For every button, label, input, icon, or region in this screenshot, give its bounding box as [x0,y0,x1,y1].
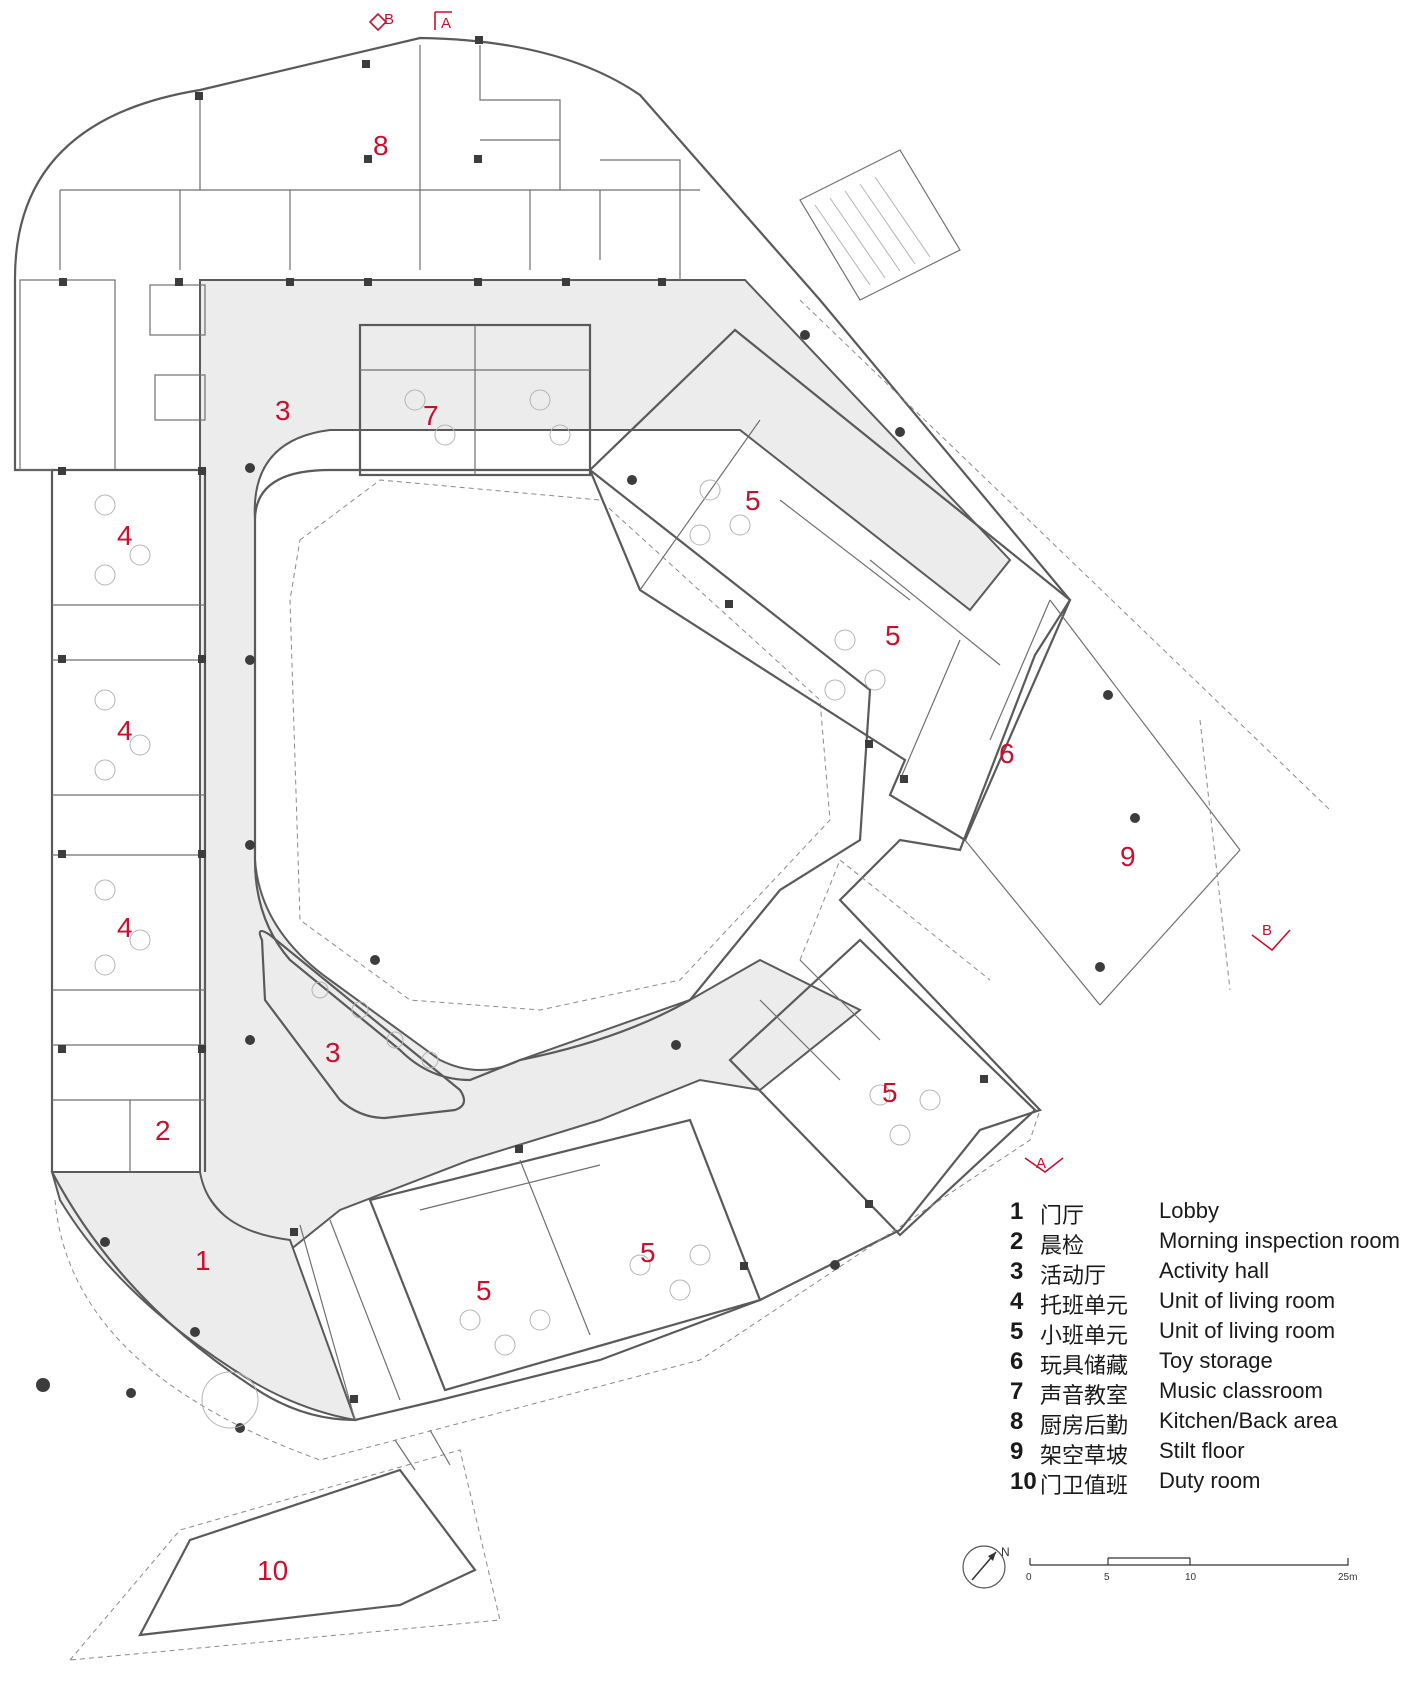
section-marker-b-right: B [1251,922,1291,952]
svg-text:B: B [1262,922,1272,939]
legend-chinese: 门厅 [1040,1204,1085,1229]
room-label-4c: 4 [117,912,133,943]
legend-english: Lobby [1159,1198,1219,1223]
legend-number: 2 [1010,1228,1024,1255]
courtyard-edge [253,468,872,1082]
legend-chinese: 小班单元 [1040,1324,1129,1349]
legend-english: Stilt floor [1159,1438,1245,1463]
furniture [94,389,941,1429]
section-marker-a-right: A [1024,1155,1064,1173]
scale-tick-5: 5 [1104,1572,1110,1583]
room-label-2: 2 [155,1115,171,1146]
west-wing [52,468,207,1172]
room-label-8: 8 [373,130,389,161]
room-label-9: 9 [1120,841,1136,872]
courtyard-path [289,479,831,1011]
legend-chinese: 厨房后勤 [1040,1414,1129,1439]
legend-english: Unit of living room [1159,1288,1336,1313]
legend-english: Activity hall [1159,1258,1270,1283]
ne-wing [588,328,1072,842]
svg-text:A: A [1036,1155,1046,1172]
stilt-floor [799,299,1331,1006]
legend-number: 5 [1010,1318,1024,1345]
legend-number: 10 [1010,1468,1037,1495]
legend-chinese: 玩具储藏 [1040,1354,1129,1379]
columns [36,36,1140,1433]
legend-english: Unit of living room [1159,1318,1336,1343]
legend-english: Toy storage [1159,1348,1273,1373]
room-label-4a: 4 [117,520,133,551]
legend-chinese: 门卫值班 [1040,1474,1129,1499]
legend-number: 8 [1010,1408,1024,1435]
site-boundary [54,859,1041,1461]
scale-tick-0: 0 [1026,1572,1032,1583]
legend-chinese: 架空草坡 [1040,1444,1129,1469]
music-wing [358,323,592,477]
legend-number: 9 [1010,1438,1024,1465]
room-label-5b: 5 [885,620,901,651]
se-wing [728,938,1037,1237]
section-marker-b-top: B [368,11,394,32]
room-label-6: 6 [999,738,1015,769]
legend-chinese: 声音教室 [1040,1384,1129,1409]
legend-number: 4 [1010,1288,1024,1315]
svg-text:B: B [384,11,394,28]
lobby-area [50,1171,357,1422]
legend-number: 6 [1010,1348,1024,1375]
svg-text:A: A [441,15,451,32]
room-label-5e: 5 [476,1275,492,1306]
stair-ne [799,149,961,301]
activity-hall-triangle [258,929,466,1120]
north-label: N [1001,1545,1010,1559]
room-label-3a: 3 [275,395,291,426]
room-label-10: 10 [257,1555,288,1586]
room-label-1: 1 [195,1245,211,1276]
legend-chinese: 晨检 [1040,1234,1085,1259]
south-wing [299,1118,762,1421]
duty-room [68,1429,501,1661]
scale-bar: 0 5 10 25m [1026,1557,1357,1583]
room-label-5d: 5 [640,1237,656,1268]
legend-english: Duty room [1159,1468,1261,1493]
room-label-5a: 5 [745,485,761,516]
room-label-3b: 3 [325,1037,341,1068]
room-label-4b: 4 [117,715,133,746]
outer-wall [13,36,1072,1422]
room-label-5c: 5 [882,1077,898,1108]
legend-number: 7 [1010,1378,1024,1405]
legend-english: Morning inspection room [1159,1228,1400,1253]
legend-english: Kitchen/Back area [1159,1408,1338,1433]
legend-number: 1 [1010,1198,1024,1225]
legend-number: 3 [1010,1258,1024,1285]
legend-chinese: 托班单元 [1040,1294,1129,1319]
section-marker-a-top: A [434,11,452,32]
scale-tick-25: 25m [1338,1572,1357,1583]
legend-english: Music classroom [1159,1378,1323,1403]
scale-tick-10: 10 [1185,1572,1197,1583]
room-label-7: 7 [423,400,439,431]
north-arrow: N [962,1545,1010,1589]
legend-chinese: 活动厅 [1040,1264,1107,1289]
